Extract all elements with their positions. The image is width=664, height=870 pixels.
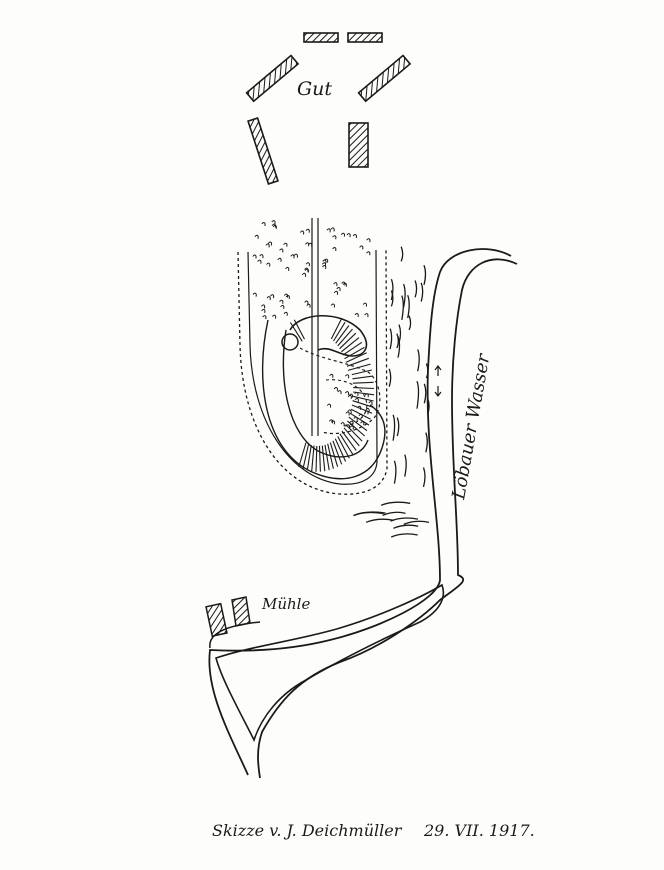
outer-path-solid (247, 249, 378, 485)
hillfort (237, 218, 388, 495)
inner-enclosure-dashed (299, 347, 381, 435)
estate-label: Gut (297, 78, 332, 100)
mill-buildings (205, 596, 251, 638)
flow-arrow-up (434, 365, 442, 376)
inner-enclosure (289, 314, 368, 357)
river-bank-right (257, 258, 518, 779)
river (208, 248, 518, 779)
mill-island (215, 583, 445, 743)
rampart-outer (261, 319, 386, 480)
caption-date: 29. VII. 1917. (423, 821, 535, 840)
inner-enclosure-dashed-2 (325, 379, 368, 427)
flow-arrows (434, 365, 442, 397)
building-upper-right (357, 54, 412, 103)
building-upper-left (245, 54, 300, 103)
building-top-left (303, 32, 339, 43)
rampart-inner (282, 329, 369, 458)
terrain-strokes (353, 246, 430, 538)
estate-buildings (245, 32, 412, 185)
mill-building-right (231, 596, 251, 627)
central-knob (281, 333, 299, 351)
caption-author: Skizze v. J. Deichmüller (212, 821, 403, 840)
building-lower-right (348, 122, 369, 168)
mill-label: Mühle (261, 595, 310, 613)
building-lower-left (247, 117, 279, 185)
rampart-hachures (289, 319, 375, 472)
river-label: Löbauer Wasser (448, 351, 495, 502)
river-bank-left (208, 248, 512, 776)
mill-building-left (205, 602, 228, 638)
building-top-right (347, 32, 383, 43)
field-stipple (252, 220, 373, 430)
flow-arrow-down (434, 386, 442, 397)
